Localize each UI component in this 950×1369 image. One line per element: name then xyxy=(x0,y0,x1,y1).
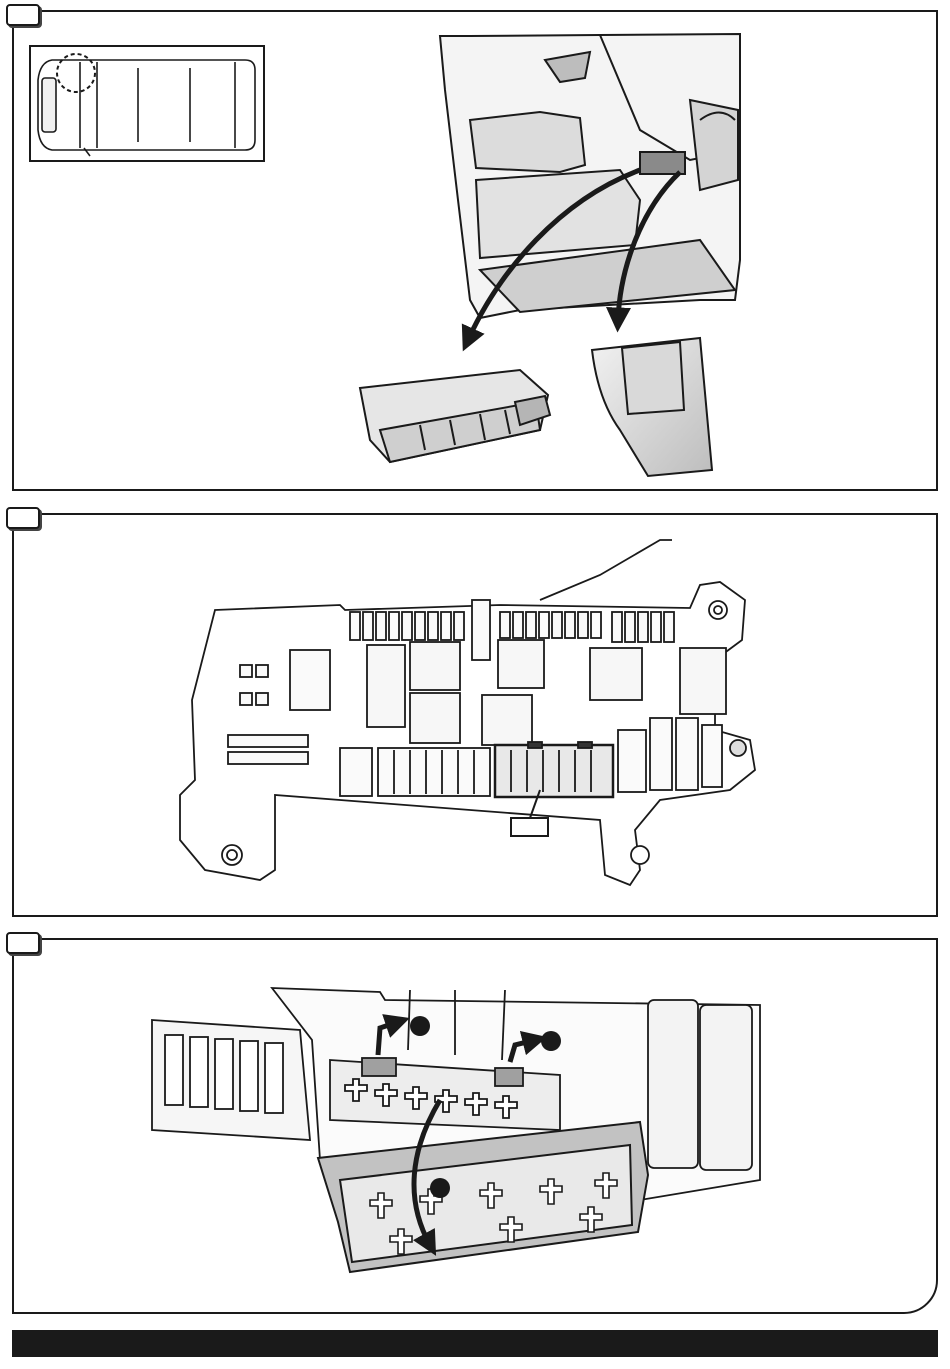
van-top-view-inset xyxy=(30,46,264,161)
vehicle-interior-footwell xyxy=(440,34,740,318)
callout-box xyxy=(511,818,548,836)
van-top-view-icon xyxy=(38,60,255,156)
removable-fuse-strip xyxy=(495,742,613,797)
retaining-clip-right xyxy=(495,1068,523,1086)
retaining-clip-left xyxy=(362,1058,396,1076)
fuse-box-cover xyxy=(592,338,712,476)
footer-bar xyxy=(12,1330,938,1357)
fuse-box-overview xyxy=(180,540,755,885)
fuse-box-unit xyxy=(360,370,550,462)
